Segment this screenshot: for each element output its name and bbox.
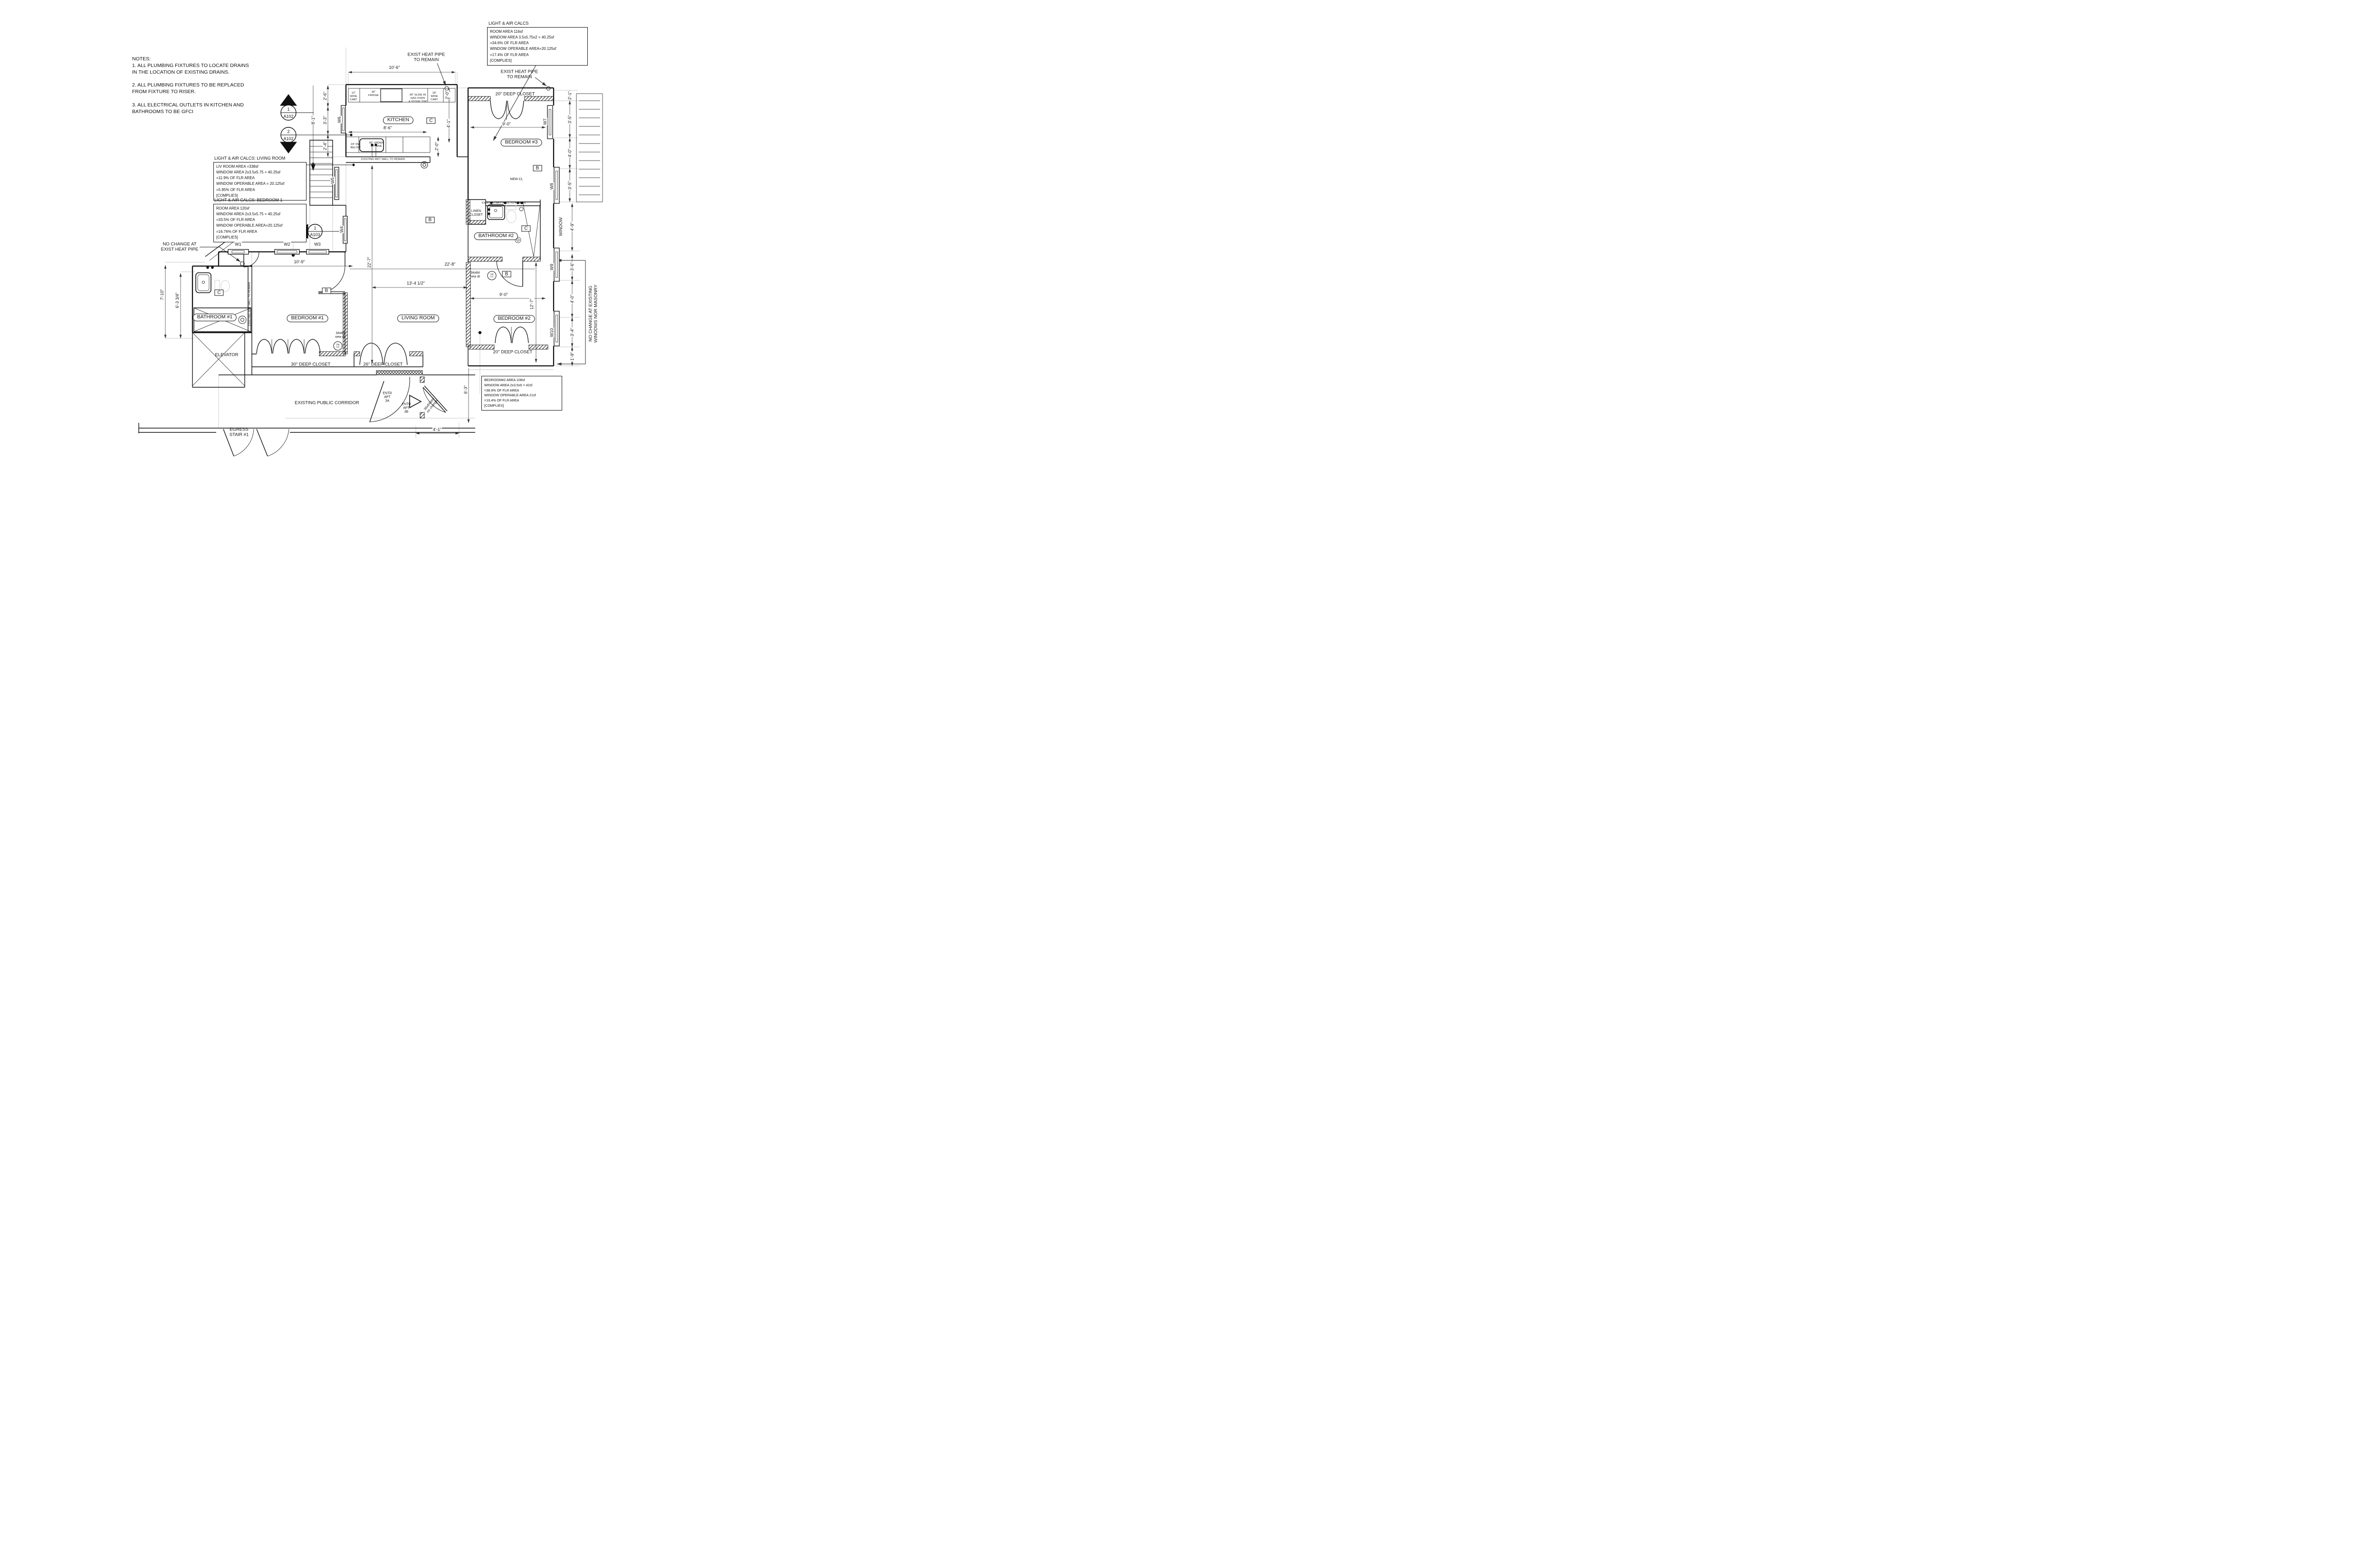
room-label-bedroom2: BEDROOM #2 <box>493 315 535 323</box>
notes-block: NOTES: 1. ALL PLUMBING FIXTURES TO LOCAT… <box>132 56 249 115</box>
dim-3-5-b: 3'-5" <box>567 181 573 190</box>
label-cabinet-12: 12" WIDE CABT <box>350 92 357 102</box>
calc-box-bedroom2: BEDROOM#2 AREA 108sf WINDOW AREA 2x3.5x6… <box>481 376 562 411</box>
label-deep-closet-26: 26" DEEP CLOSET <box>363 362 403 367</box>
dim-12-7: 12'-7" <box>529 298 535 310</box>
dim-2-1: 2'-1" <box>567 91 573 100</box>
dim-9-0-bedroom3: 9'-0" <box>502 121 511 127</box>
dim-4-1-kitchen: 4'-1" <box>446 119 451 128</box>
dim-6-3: 6'-3" <box>463 385 469 394</box>
label-public-corridor: EXISTING PUBLIC CORRIDOR <box>295 400 359 406</box>
label-w1: W1 <box>234 241 242 247</box>
floorplan-linework <box>138 48 603 457</box>
marker-c-bathroom1: C <box>214 289 224 296</box>
label-under-mount-sink: 30" UNDER MT SINK <box>369 141 384 148</box>
room-label-bathroom1: BATHROOM #1 <box>192 314 237 321</box>
marker-b-bedroom3: B <box>533 165 542 172</box>
label-gas-oven: 30" SLIDE IN GAS OVEN & STOVE TOP <box>408 94 427 104</box>
marker-section-1-sheet: A102 <box>283 114 294 119</box>
marker-detail-1-sheet: A103 <box>310 232 320 237</box>
label-new-closet: NEW CL <box>510 178 523 182</box>
label-w8: W8 <box>549 182 555 190</box>
dim-2-0-sink: 2'-0" <box>434 142 440 151</box>
marker-detail-1-num: 1 <box>314 225 316 230</box>
room-label-bedroom1: BEDROOM #1 <box>287 315 328 322</box>
label-no-change-windows: NO CHANGE AT EXISTING WINODWS NOR MASONR… <box>588 284 598 343</box>
calc-title-unit: LIGHT & AIR CALCS <box>489 21 529 26</box>
marker-b-living: B <box>425 217 435 223</box>
label-w7: W7 <box>542 118 548 125</box>
label-w2: W2 <box>283 241 291 247</box>
dim-4-9: 4'-9" <box>569 222 575 231</box>
dim-4-0-b: 4'-0" <box>569 294 575 304</box>
label-wet-wall-bath2: EXISTING WET WALL TO REMAIN <box>481 201 526 205</box>
room-label-living: LIVING ROOM <box>397 315 440 322</box>
label-deep-closet-bedroom2: 20" DEEP CLOSET <box>493 349 533 355</box>
label-w3: W3 <box>314 241 321 247</box>
label-fridge: 36" FRIDGE <box>368 90 379 97</box>
label-no-change-heat-pipe: NO CHANGE AT EXIST HEAT PIPE <box>161 241 199 252</box>
label-exist-heat-pipe-1: EXIST HEAT PIPE TO REMAIN <box>407 52 445 62</box>
dim-3-4: 3'-4" <box>569 327 575 337</box>
dim-22-8: 22'-8" <box>444 261 456 267</box>
calc-title-living-room: LIGHT & AIR CALCS: LIVING ROOM <box>214 156 286 161</box>
marker-section-1-num: 1 <box>287 106 290 112</box>
marker-smco-bedroom1: SM CO <box>333 341 343 351</box>
dim-2-6: 2'-6" <box>322 91 328 101</box>
dim-4-1-bottom: 4'-1" <box>432 427 442 432</box>
calc-box-bedroom1: ROOM AREA 120sf WINDOW AREA 2x3.5x5.75 =… <box>213 204 307 242</box>
label-w9: W9 <box>549 263 555 271</box>
dim-3-3: 3'-3" <box>322 115 328 125</box>
dim-kitchen-width: 10'-6" <box>388 65 401 70</box>
dim-2-0-counter: 2'-0" <box>444 90 450 100</box>
dim-2-4: 2'-4" <box>322 141 328 151</box>
room-label-bathroom2: BATHROOM #2 <box>474 232 518 240</box>
label-window-shaft: WINDOW <box>558 217 564 237</box>
dim-6-3-3-4: 6'-3 3/4" <box>174 292 180 309</box>
marker-section-2-sheet: A102 <box>283 136 294 141</box>
dim-10-9: 10'-9" <box>293 259 306 265</box>
label-new-door-living: 34x84 new dr <box>470 271 480 278</box>
marker-section-2-num: 2 <box>287 129 290 134</box>
dim-3-6: 3'-6" <box>569 262 575 271</box>
label-wet-wall-kitchen: EXISTING WET WALL TO REMAIN <box>361 158 405 161</box>
label-w4: W4 <box>339 226 345 233</box>
label-entry-apt-3a: ENTR APT 3A <box>383 392 392 402</box>
dim-22-7: 22'-7" <box>366 256 372 268</box>
label-entry-apt-3b: ENTR APT 3B <box>402 402 411 413</box>
floor-plan-page: NOTES: 1. ALL PLUMBING FIXTURES TO LOCAT… <box>0 0 737 478</box>
marker-b-bedroom1: B <box>322 287 331 294</box>
label-egress-stair: EGRESS STAIR #1 <box>229 427 249 437</box>
marker-c-kitchen: C <box>426 117 436 124</box>
dim-8-6: 8'-6" <box>383 125 393 131</box>
dim-13-4-half: 13'-4 1/2" <box>406 280 425 286</box>
label-dishwasher: 24" DW BELOW <box>350 143 361 149</box>
label-exist-heat-pipe-2: EXIST HEAT PIPE TO REMAIN <box>500 69 538 79</box>
calc-box-unit: ROOM AREA 116sf WINDOW AREA 3.5x5.75x2 =… <box>487 27 588 66</box>
dim-4-0-a: 4'-0" <box>567 148 573 158</box>
calc-box-living-room: LIV ROOM AREA =338sf WINDOW AREA 2x3.5x5… <box>213 162 307 201</box>
label-new-door-bedroom1: 34x84 new dr <box>335 332 345 339</box>
dim-8-1: 8'-1" <box>310 115 316 125</box>
room-label-kitchen: KITCHEN <box>383 116 414 124</box>
label-elevator: ELEVATOR <box>215 352 239 358</box>
dim-7-10: 7'-10" <box>159 288 165 301</box>
label-w10: W10 <box>549 327 555 338</box>
label-deep-closet-30: 30" DEEP CLOSET <box>291 362 331 367</box>
label-deep-closet-bedroom3: 20" DEEP CLOSET <box>495 91 535 97</box>
room-label-bedroom3: BEDROOM #3 <box>500 139 542 146</box>
label-w6: W6 <box>336 116 342 124</box>
dim-3-5-a: 3'-5" <box>567 115 573 124</box>
marker-c-bathroom2: C <box>521 225 531 232</box>
label-linen-closet: LINEN CLOSET <box>469 210 483 217</box>
dim-9-0-bedroom2: 9'-0" <box>499 292 508 297</box>
dim-1-9: 1'-9" <box>569 352 575 361</box>
calc-title-bedroom1: LIGHT & AIR CALCS: BEDROOM 1 <box>214 198 283 202</box>
label-wet-wall-bath1: EXISTING WET WALL TO REMAIN <box>248 282 251 326</box>
label-cabinet-18: 18" WIDE CABT <box>431 92 438 102</box>
marker-smco-living: SM CO <box>487 271 497 280</box>
marker-b-living-door: B <box>502 271 511 277</box>
label-w5: W5 <box>330 177 335 184</box>
